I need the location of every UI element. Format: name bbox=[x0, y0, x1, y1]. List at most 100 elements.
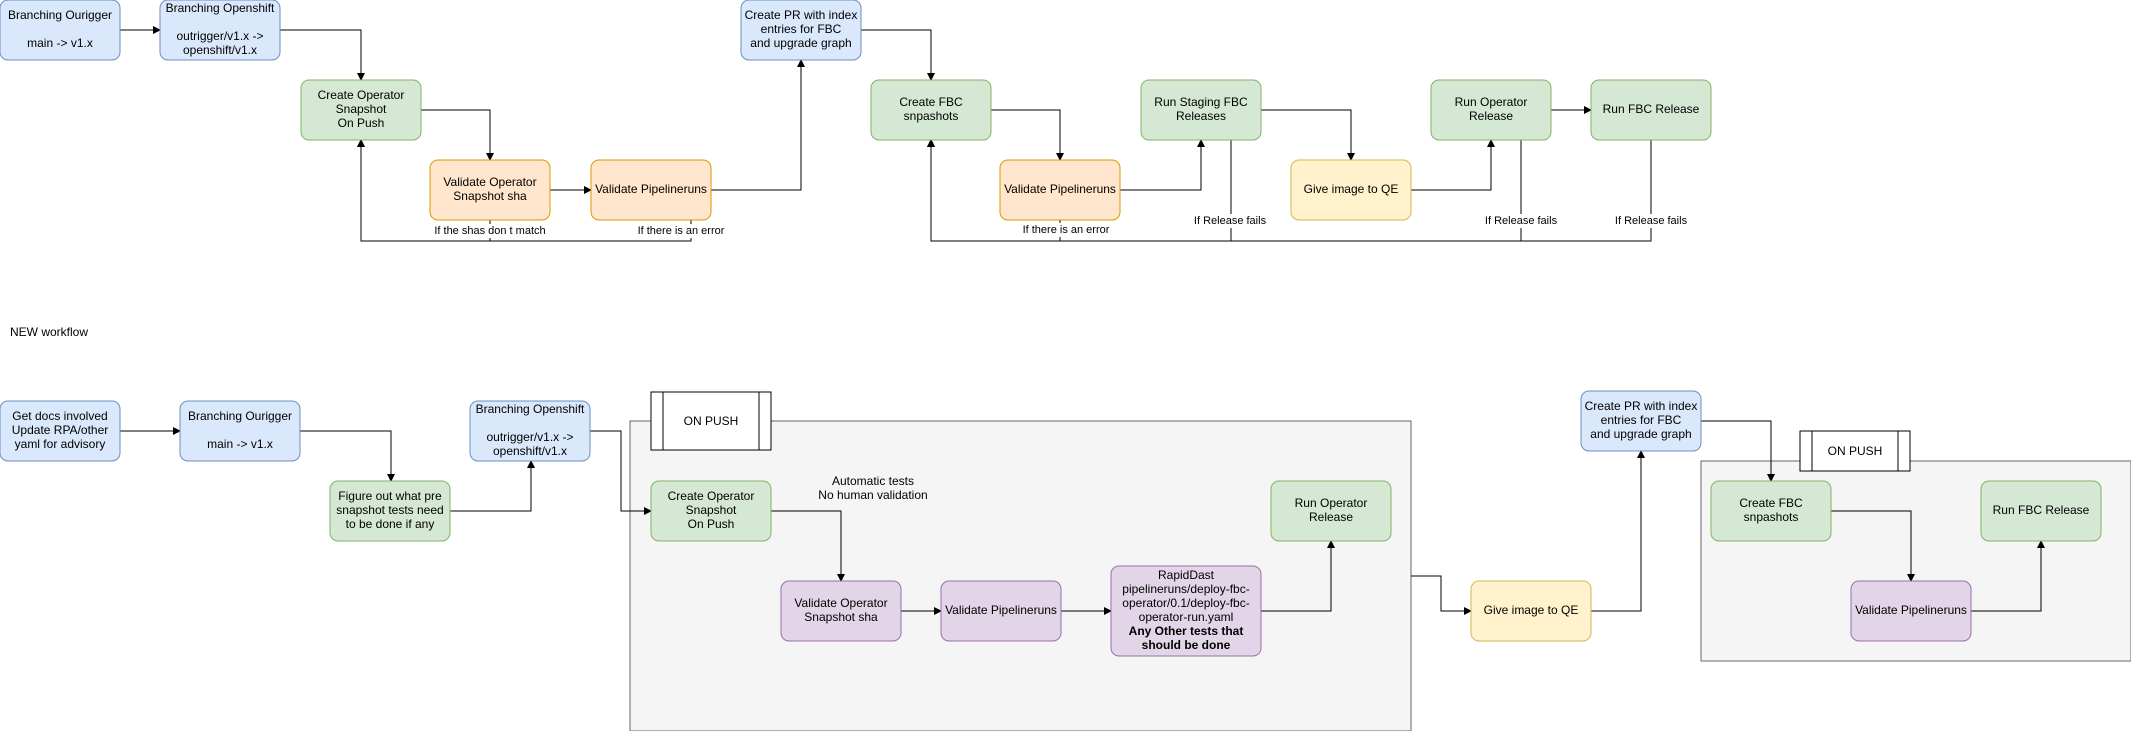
edge-label: If Release fails bbox=[1604, 214, 1698, 228]
validate-pipelineruns-bottom-2-node: Validate Pipelineruns bbox=[1850, 580, 1972, 642]
node-label-line: operator-run.yaml bbox=[1139, 610, 1234, 624]
connector-arrow bbox=[300, 430, 395, 482]
on-push-container: ON PUSH bbox=[629, 391, 1412, 731]
node-label-line: Branching Ourigger bbox=[188, 409, 292, 423]
node-label-line: outrigger/v1.x -> bbox=[176, 29, 263, 43]
connector-arrow bbox=[1831, 510, 1915, 582]
branching-ourigger-bottom-node: Branching Ourigger main -> v1.x bbox=[179, 400, 301, 462]
node-label-line: Give image to QE bbox=[1484, 603, 1579, 617]
node-label-line: On Push bbox=[688, 517, 735, 531]
node-label-line: Validate Pipelineruns bbox=[1855, 603, 1967, 617]
edge-label: If there is an error bbox=[1008, 223, 1124, 237]
node-label-line: Branching Ourigger bbox=[8, 8, 112, 22]
node-label-line: Release bbox=[1469, 109, 1513, 123]
connector-arrow bbox=[771, 510, 845, 582]
node-label-line: Snapshot sha bbox=[804, 610, 878, 624]
connector-arrow bbox=[1411, 575, 1472, 615]
node-label-line: Run FBC Release bbox=[1993, 503, 2090, 517]
node-label-line: Validate Operator bbox=[794, 596, 887, 610]
rapiddast-node: RapidDastpipelineruns/deploy-fbc-operato… bbox=[1110, 565, 1262, 657]
connector-arrow bbox=[421, 109, 494, 161]
node-label-line: openshift/v1.x bbox=[493, 444, 567, 458]
validate-pipelineruns-bottom-1-node: Validate Pipelineruns bbox=[940, 580, 1062, 642]
run-fbc-release-top-node: Run FBC Release bbox=[1590, 79, 1712, 141]
edge-label-text: If Release fails bbox=[1194, 215, 1267, 227]
connector-arrow bbox=[991, 109, 1064, 161]
node-label-line: Run Operator bbox=[1455, 95, 1528, 109]
connector-arrow bbox=[1701, 420, 1775, 482]
branching-openshift-top-node: Branching Openshift outrigger/v1.x ->open… bbox=[159, 0, 281, 61]
node-label-line: and upgrade graph bbox=[1590, 427, 1691, 441]
node-label-line: Snapshot bbox=[686, 503, 737, 517]
validate-pipelineruns-top-1-node: Validate Pipelineruns bbox=[590, 159, 712, 221]
node-label-line: Branching Openshift bbox=[166, 1, 275, 15]
validate-pipelineruns-top-2-node: Validate Pipelineruns bbox=[999, 159, 1121, 221]
node-label-line: Run FBC Release bbox=[1603, 102, 1700, 116]
node-label-line: On Push bbox=[338, 116, 385, 130]
node-label-line: Give image to QE bbox=[1304, 182, 1399, 196]
new-workflow-heading: NEW workflow bbox=[10, 325, 88, 339]
node-label-line: snpashots bbox=[1744, 510, 1799, 524]
node-label-line: Run Operator bbox=[1295, 496, 1368, 510]
node-label-line: Branching Openshift bbox=[476, 402, 585, 416]
node-label-line: snapshot tests need bbox=[336, 503, 443, 517]
node-label-line: should be done bbox=[1142, 638, 1231, 652]
connector-arrow bbox=[590, 430, 652, 515]
node-label-line: entries for FBC bbox=[761, 22, 842, 36]
node-label-line: Release bbox=[1309, 510, 1353, 524]
branching-ourigger-top-node: Branching Ourigger main -> v1.x bbox=[0, 0, 121, 61]
node-label-line: Snapshot sha bbox=[453, 189, 527, 203]
node-label-line: snpashots bbox=[904, 109, 959, 123]
node-label-line: operator/0.1/deploy-fbc- bbox=[1122, 596, 1249, 610]
edge-label: If Release fails bbox=[1474, 214, 1568, 228]
edge-label-text: If Release fails bbox=[1615, 215, 1688, 227]
edge-label-text: If there is an error bbox=[1023, 224, 1110, 236]
on-push-label: ON PUSH bbox=[684, 414, 739, 428]
give-image-qe-top-node: Give image to QE bbox=[1290, 159, 1412, 221]
node-label-line: Figure out what pre bbox=[338, 489, 442, 503]
on-push-label: ON PUSH bbox=[1828, 444, 1883, 458]
node-label-line: Create PR with index bbox=[1585, 399, 1698, 413]
automatic-tests-note: No human validation bbox=[818, 488, 927, 502]
connector-arrow bbox=[1261, 540, 1335, 612]
node-label-line: Create FBC bbox=[899, 95, 963, 109]
on-push-process-shape: ON PUSH bbox=[1799, 430, 1911, 472]
connector-arrow bbox=[1411, 139, 1495, 191]
node-label-line: Validate Pipelineruns bbox=[945, 603, 1057, 617]
connector-arrow bbox=[450, 460, 535, 512]
connector-arrow bbox=[711, 59, 805, 191]
edge-label-text: If there is an error bbox=[638, 225, 725, 237]
node-label-line: Update RPA/other bbox=[12, 423, 109, 437]
node-label-line: RapidDast bbox=[1158, 568, 1215, 582]
node-label-line: Validate Pipelineruns bbox=[595, 182, 707, 196]
connector-arrow bbox=[1591, 450, 1645, 612]
edge-label-text: If Release fails bbox=[1485, 215, 1558, 227]
node-label-line: to be done if any bbox=[346, 517, 435, 531]
node-label-line: Create Operator bbox=[668, 489, 755, 503]
connector-arrow bbox=[1261, 109, 1355, 161]
node-label-line: yaml for advisory bbox=[15, 437, 106, 451]
edge-label: If Release fails bbox=[1183, 214, 1277, 228]
connector-arrow bbox=[927, 139, 1652, 242]
connector-arrow bbox=[280, 29, 365, 81]
connector-arrow bbox=[1120, 139, 1205, 191]
node-label-line: pipelineruns/deploy-fbc- bbox=[1122, 582, 1249, 596]
run-fbc-release-bottom-node: Run FBC Release bbox=[1980, 480, 2102, 542]
node-label-line: openshift/v1.x bbox=[183, 43, 257, 57]
node-label-line: and upgrade graph bbox=[750, 36, 851, 50]
node-label-line: main -> v1.x bbox=[27, 36, 93, 50]
node-label-line: outrigger/v1.x -> bbox=[486, 430, 573, 444]
edge-label-text: If the shas don t match bbox=[434, 225, 545, 237]
node-label-line: main -> v1.x bbox=[207, 437, 273, 451]
node-label-line: Snapshot bbox=[336, 102, 387, 116]
